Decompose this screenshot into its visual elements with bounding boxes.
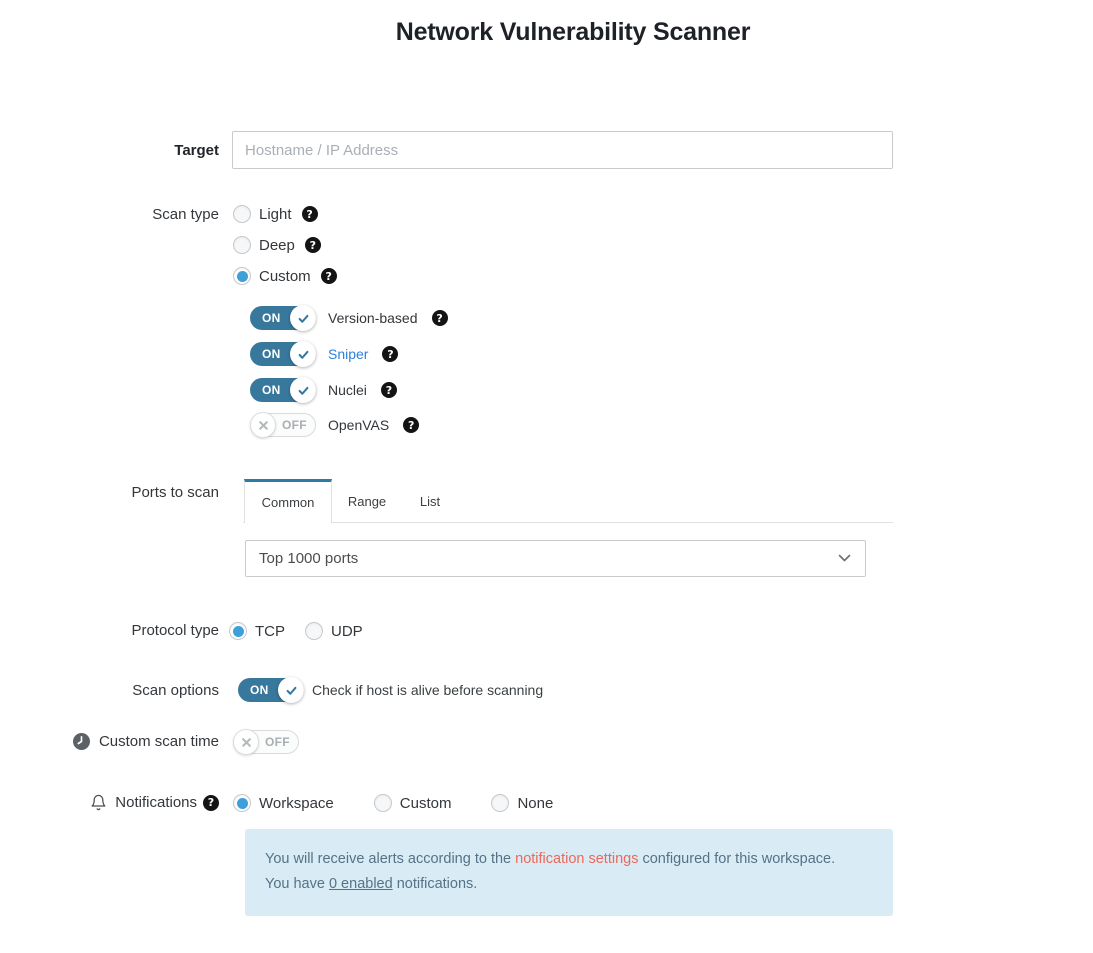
custom-scan-time-toggle[interactable]: OFF (233, 729, 299, 755)
page-title: Network Vulnerability Scanner (395, 18, 751, 46)
check-icon (298, 314, 308, 323)
notifications-labelrow: Notifications ? (0, 793, 219, 812)
info-text: configured for this workspace. (638, 851, 836, 867)
tool-row-openvas: OFF OpenVAS ? (250, 412, 420, 438)
version-based-toggle[interactable]: ON (250, 305, 316, 331)
radio-tcp-label[interactable]: TCP (255, 622, 285, 640)
help-icon[interactable]: ? (301, 206, 318, 222)
host-alive-label: Check if host is alive before scanning (312, 682, 544, 698)
radio-notif-custom-label[interactable]: Custom (399, 794, 452, 812)
host-alive-toggle[interactable]: ON (238, 677, 304, 703)
help-icon[interactable]: ? (320, 268, 337, 284)
tool-row-version-based: ON Version-based ? (250, 305, 448, 331)
bell-icon (91, 794, 106, 811)
sniper-toggle[interactable]: ON (250, 341, 316, 367)
tool-row-nuclei: ON Nuclei ? (250, 377, 397, 403)
tabs-underline (243, 522, 893, 523)
radio-udp[interactable] (305, 622, 323, 640)
toggle-state-label: ON (262, 347, 281, 361)
tool-label-openvas: OpenVAS (328, 417, 390, 433)
scan-type-label: Scan type (152, 206, 219, 223)
tab-list[interactable]: List (419, 493, 441, 509)
tool-label-version-based: Version-based (328, 310, 418, 326)
radio-deep-label[interactable]: Deep (259, 236, 295, 254)
toggle-state-label: ON (262, 383, 281, 397)
check-icon (298, 386, 308, 395)
ports-select[interactable]: Top 1000 ports (245, 540, 866, 577)
toggle-knob (290, 305, 316, 331)
help-icon[interactable]: ? (403, 417, 420, 433)
target-input[interactable] (232, 131, 893, 169)
scan-type-option-custom[interactable]: Custom ? (233, 265, 337, 287)
radio-none-label[interactable]: None (517, 794, 554, 812)
help-icon[interactable]: ? (382, 346, 399, 362)
custom-scan-time-labelrow: Custom scan time (0, 733, 219, 750)
ports-tabs: Common Range List (244, 479, 458, 523)
scan-type-option-light[interactable]: Light ? (233, 203, 318, 225)
radio-light[interactable] (233, 205, 251, 223)
help-icon[interactable]: ? (304, 237, 321, 253)
info-line-2: You have 0 enabled notifications. (265, 872, 873, 897)
target-label: Target (174, 142, 219, 159)
x-icon (258, 420, 268, 430)
radio-workspace[interactable] (233, 794, 251, 812)
radio-notif-custom[interactable] (373, 794, 392, 812)
info-line-1: You will receive alerts according to the… (265, 847, 873, 872)
radio-custom-label[interactable]: Custom (259, 267, 311, 285)
help-icon[interactable]: ? (431, 310, 448, 326)
nuclei-toggle[interactable]: ON (250, 377, 316, 403)
tool-row-sniper: ON Sniper ? (250, 341, 399, 367)
radio-custom[interactable] (233, 267, 251, 285)
info-text: You have (265, 876, 329, 892)
scan-type-option-deep[interactable]: Deep ? (233, 234, 321, 256)
protocol-options: TCP UDP (229, 620, 363, 642)
radio-light-label[interactable]: Light (259, 205, 292, 223)
protocol-type-label: Protocol type (131, 622, 219, 639)
toggle-state-label: ON (250, 683, 269, 697)
clock-icon (72, 733, 90, 750)
help-icon[interactable]: ? (203, 794, 219, 811)
notifications-info-box: You will receive alerts according to the… (245, 829, 893, 916)
check-icon (286, 686, 296, 695)
radio-none[interactable] (491, 794, 510, 812)
scan-options-label: Scan options (132, 682, 219, 699)
info-text: You will receive alerts according to the (265, 851, 516, 867)
x-icon (241, 737, 251, 747)
toggle-knob (278, 677, 304, 703)
notification-settings-link[interactable]: notification settings (515, 851, 639, 867)
radio-workspace-label[interactable]: Workspace (259, 794, 334, 812)
notifications-label: Notifications (115, 794, 197, 811)
tab-range[interactable]: Range (347, 493, 387, 509)
tool-label-nuclei: Nuclei (328, 382, 367, 398)
radio-deep[interactable] (233, 236, 251, 254)
openvas-toggle[interactable]: OFF (250, 412, 316, 438)
tab-common[interactable]: Common (244, 479, 332, 523)
toggle-state-label: ON (262, 311, 281, 325)
info-text: notifications. (392, 876, 478, 892)
toggle-knob (290, 341, 316, 367)
radio-udp-label[interactable]: UDP (331, 622, 363, 640)
toggle-state-label: OFF (282, 418, 307, 432)
toggle-state-label: OFF (265, 735, 290, 749)
help-icon[interactable]: ? (380, 382, 397, 398)
toggle-knob (233, 729, 259, 755)
chevron-down-icon (838, 554, 851, 563)
tool-label-sniper-link[interactable]: Sniper (328, 346, 369, 362)
enabled-notifications-link[interactable]: 0 enabled (328, 876, 393, 892)
scan-options-row: ON Check if host is alive before scannin… (238, 677, 543, 703)
ports-to-scan-label: Ports to scan (131, 484, 219, 501)
notifications-options: Workspace Custom None (233, 792, 553, 814)
check-icon (298, 350, 308, 359)
custom-scan-time-label: Custom scan time (98, 733, 219, 750)
ports-select-value: Top 1000 ports (259, 550, 359, 567)
radio-tcp[interactable] (229, 622, 247, 640)
toggle-knob (290, 377, 316, 403)
toggle-knob (250, 412, 276, 438)
